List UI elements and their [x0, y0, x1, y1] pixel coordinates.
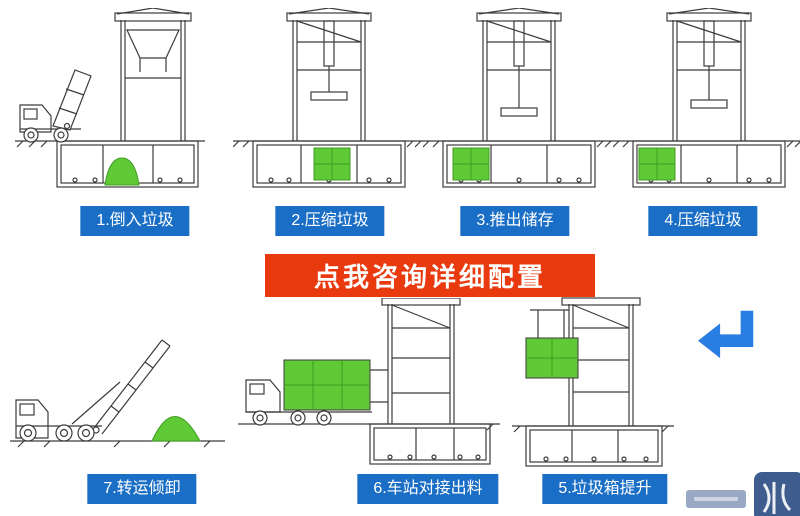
step-5-panel — [512, 296, 674, 473]
gantry-tower — [370, 298, 461, 424]
step-4-panel — [613, 8, 800, 202]
hydraulic-cylinder — [513, 20, 525, 67]
step-2-panel — [233, 8, 423, 202]
lifted-garbage-container — [525, 337, 579, 379]
compactor-ram — [500, 107, 538, 117]
consult-banner[interactable]: 点我咨询详细配置 — [265, 254, 595, 297]
step-label-7: 7.转运倾卸 — [87, 474, 197, 504]
step-5-illustration — [512, 297, 674, 467]
step-2-illustration — [233, 8, 423, 188]
step-label-5: 5.垃圾箱提升 — [542, 474, 668, 504]
step-label-4: 4.压缩垃圾 — [648, 206, 758, 236]
gantry-tower — [114, 8, 192, 141]
garbage-pile — [104, 157, 140, 186]
flow-left-arrow-icon — [698, 306, 758, 380]
step-7-panel — [10, 296, 225, 473]
gantry-tower — [666, 8, 752, 141]
watermark-logo — [684, 470, 800, 516]
compressed-garbage-box — [638, 147, 676, 181]
compactor-ram — [690, 99, 728, 109]
compressed-garbage-box — [313, 147, 351, 181]
pit — [423, 140, 613, 188]
transfer-truck — [15, 339, 171, 442]
step-3-panel — [423, 8, 613, 202]
dump-truck — [19, 69, 92, 143]
pit — [512, 425, 674, 467]
step-label-3: 3.推出储存 — [460, 206, 570, 236]
garbage-container — [283, 359, 371, 411]
hydraulic-cylinder — [703, 20, 715, 67]
step-6-panel — [238, 298, 500, 468]
hydraulic-cylinder — [323, 20, 335, 67]
dumped-garbage-pile — [151, 416, 201, 442]
gantry-tower — [476, 8, 562, 141]
step-6-illustration — [238, 298, 500, 465]
step-7-illustration — [10, 339, 225, 448]
stored-garbage-box — [452, 147, 490, 181]
gantry-tower — [286, 8, 372, 141]
step-1-panel — [15, 8, 205, 202]
step-3-illustration — [423, 8, 613, 188]
pit — [233, 140, 423, 188]
compactor-ram — [310, 91, 348, 101]
ground — [10, 440, 225, 448]
docked-truck — [245, 379, 372, 426]
step-4-illustration — [613, 8, 800, 188]
pit — [238, 423, 500, 465]
step-1-illustration — [15, 8, 205, 188]
pit — [613, 140, 800, 188]
step-label-2: 2.压缩垃圾 — [275, 206, 385, 236]
step-label-6: 6.车站对接出料 — [357, 474, 499, 504]
step-label-1: 1.倒入垃圾 — [80, 206, 190, 236]
